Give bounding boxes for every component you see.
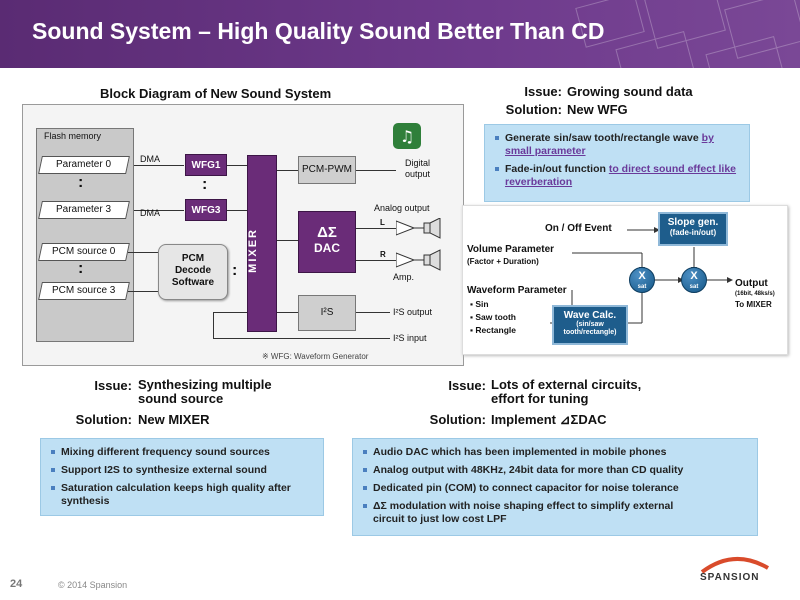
list-item: ▪ Saw tooth: [470, 312, 516, 322]
connector-line: [356, 312, 390, 313]
i2s-input-label: I²S input: [393, 333, 427, 343]
footnote: ※ WFG: Waveform Generator: [262, 352, 369, 361]
dma-label: DMA: [140, 208, 160, 218]
pcm-source-3: PCM source 3: [38, 282, 130, 300]
spansion-logo: SPANSION: [694, 552, 774, 592]
connector-line: [213, 312, 214, 339]
pcm-source-0: PCM source 0: [38, 243, 130, 261]
connector-line: [134, 165, 184, 166]
left-channel-label: L: [380, 218, 385, 227]
on-off-event-label: On / Off Event: [545, 223, 612, 234]
page-number: 24: [10, 578, 23, 590]
wfg-bullet-box: Generate sin/saw tooth/rectangle wave by…: [484, 124, 750, 202]
flash-memory-label: Flash memory: [44, 131, 102, 141]
logo-text: SPANSION: [700, 572, 760, 583]
waveform-parameter-label: Waveform Parameter: [467, 285, 567, 296]
ellipsis-dots: :: [202, 176, 208, 193]
copyright: © 2014 Spansion: [58, 580, 128, 590]
connector-line: [227, 210, 247, 211]
mixer-bullet-box: Mixing different frequency sound sources…: [40, 438, 324, 516]
connector-line: [128, 291, 158, 292]
volume-parameter-sub: (Factor + Duration): [467, 257, 539, 266]
connector-line: [356, 228, 396, 229]
connector-line: [356, 260, 396, 261]
dac-solution-text: Implement ⊿ΣDAC: [491, 412, 607, 427]
analog-output-label: Analog output: [374, 203, 430, 213]
parameter-3: Parameter 3: [38, 201, 130, 219]
wfg-issue-text: Growing sound data: [567, 84, 693, 99]
dac-issue-label: Issue:: [448, 378, 486, 393]
i2s-output-label: I²S output: [393, 307, 433, 317]
dac-solution-label: Solution:: [429, 412, 486, 427]
connector-line: [277, 312, 298, 313]
header-bar: Sound System – High Quality Sound Better…: [0, 0, 800, 68]
header-decoration-icon: [575, 0, 800, 68]
wfg3-block: WFG3: [185, 199, 227, 221]
wave-calc-block: Wave Calc. (sin/saw tooth/rectangle): [552, 305, 628, 345]
connector-line: [134, 210, 184, 211]
list-item: ▪ Sin: [470, 299, 489, 309]
right-channel-label: R: [380, 250, 386, 259]
connector-line: [227, 165, 247, 166]
connector-line: [356, 170, 396, 171]
slope-gen-block: Slope gen. (fade-in/out): [658, 212, 728, 246]
logo-swoosh-icon: [700, 556, 770, 574]
mixer-bullet-list: Mixing different frequency sound sources…: [49, 446, 315, 508]
mixer-solution-label: Solution:: [75, 412, 132, 427]
list-item: Audio DAC which has been implemented in …: [361, 446, 749, 459]
pcm-decode-software-block: PCM Decode Software: [158, 244, 228, 300]
list-item: Fade-in/out function to direct sound eff…: [493, 163, 741, 189]
waveform-list: ▪ Sin ▪ Saw tooth ▪ Rectangle: [470, 298, 516, 337]
list-item: Saturation calculation keeps high qualit…: [49, 482, 315, 508]
output-sub-label: (16bit, 48ks/s): [735, 291, 775, 297]
mixer-issue-text: Synthesizing multiple sound source: [138, 377, 272, 406]
pcm-pwm-block: PCM-PWM: [298, 156, 356, 184]
ellipsis-dots: :: [78, 174, 84, 191]
wfg1-block: WFG1: [185, 154, 227, 176]
dac-bullet-list: Audio DAC which has been implemented in …: [361, 446, 749, 526]
digital-output-label: Digital output: [405, 158, 431, 179]
music-note-icon: ♫: [393, 123, 421, 149]
volume-parameter-label: Volume Parameter: [467, 244, 555, 255]
list-item: Analog output with 48KHz, 24bit data for…: [361, 464, 749, 477]
list-item: ▪ Rectangle: [470, 325, 516, 335]
ellipsis-dots: :: [232, 262, 238, 279]
block-diagram-title: Block Diagram of New Sound System: [100, 86, 332, 101]
connector-line: [128, 252, 158, 253]
svg-text:♫: ♫: [400, 127, 414, 146]
list-item: Support I2S to synthesize external sound: [49, 464, 315, 477]
mixer-issue-label: Issue:: [94, 378, 132, 393]
wfg-bullet-list: Generate sin/saw tooth/rectangle wave by…: [493, 132, 741, 189]
connector-line: [277, 240, 298, 241]
amplifier-speaker-icon: [396, 218, 441, 271]
wfg-solution-label: Solution:: [505, 102, 562, 117]
mixer-label: MIXER: [247, 228, 259, 273]
list-item: Generate sin/saw tooth/rectangle wave by…: [493, 132, 741, 158]
wfg-issue-label: Issue:: [524, 84, 562, 99]
dac-issue-text: Lots of external circuits, effort for tu…: [491, 377, 642, 406]
parameter-0: Parameter 0: [38, 156, 130, 174]
connector-line: [213, 312, 247, 313]
wfg-solution-text: New WFG: [567, 102, 628, 117]
ellipsis-dots: :: [78, 260, 84, 277]
delta-sigma-dac-block: ΔΣ DAC: [298, 211, 356, 273]
dac-bullet-box: Audio DAC which has been implemented in …: [352, 438, 758, 536]
i2s-block: I²S: [298, 295, 356, 331]
list-item: ΔΣ modulation with noise shaping effect …: [361, 500, 691, 526]
list-item: Mixing different frequency sound sources: [49, 446, 315, 459]
mixer-solution-text: New MIXER: [138, 412, 210, 427]
page-title: Sound System – High Quality Sound Better…: [32, 18, 605, 44]
dma-label: DMA: [140, 154, 160, 164]
connector-line: [213, 338, 390, 339]
connector-line: [277, 170, 298, 171]
mixer-block: [247, 155, 277, 332]
amp-label: Amp.: [393, 272, 415, 282]
list-item: Dedicated pin (COM) to connect capacitor…: [361, 482, 749, 495]
output-label: Output: [735, 278, 768, 289]
to-mixer-label: To MIXER: [735, 300, 772, 309]
